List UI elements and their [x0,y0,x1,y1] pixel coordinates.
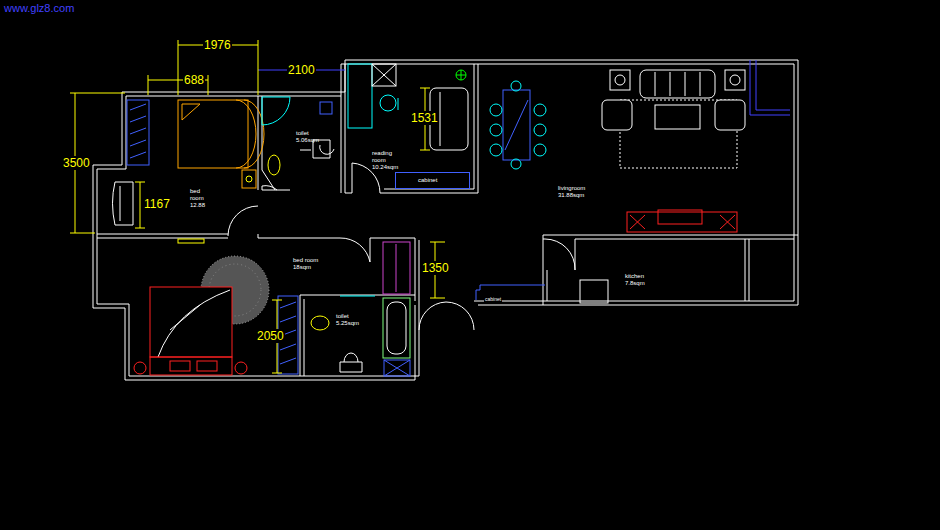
dimension: 2050 [256,329,285,343]
dimension: 2100 [287,63,316,77]
dimension: 1350 [421,261,450,275]
room-label: toilet 5.06sqm [296,130,326,144]
room-label: livingroom 31.88sqm [558,185,608,199]
dimension: 688 [183,73,205,87]
room-area: reading room 10.24sqm cabinet [345,64,474,189]
room-area: livingroom 31.88sqm [478,64,794,235]
room-label: bed room 18sqm [293,257,327,271]
dimension: 3500 [62,156,91,170]
dimension: 1531 [410,111,439,125]
cabinet-box: cabinet [395,172,470,189]
room-label: toilet 5.25sqm [336,313,368,327]
room-label: kitchen 7.8sqm [625,273,659,287]
room-label: reading room 10.24sqm [372,150,406,171]
room-area: toilet 5.25sqm [304,299,382,376]
room-label: cabinet [418,177,458,184]
room-area: bed room 12.88 [97,96,258,234]
dimension: 1976 [203,38,232,52]
room-area: kitchen 7.8sqm [547,239,745,301]
room-label: bed room 12.88 [190,188,212,209]
watermark: www.glz8.com [3,2,75,14]
dimension: 1167 [143,197,171,211]
room-area: toilet 5.06sqm [262,96,341,190]
part-label: cabinet [484,296,502,302]
room-area: bed room 18sqm [129,242,300,294]
